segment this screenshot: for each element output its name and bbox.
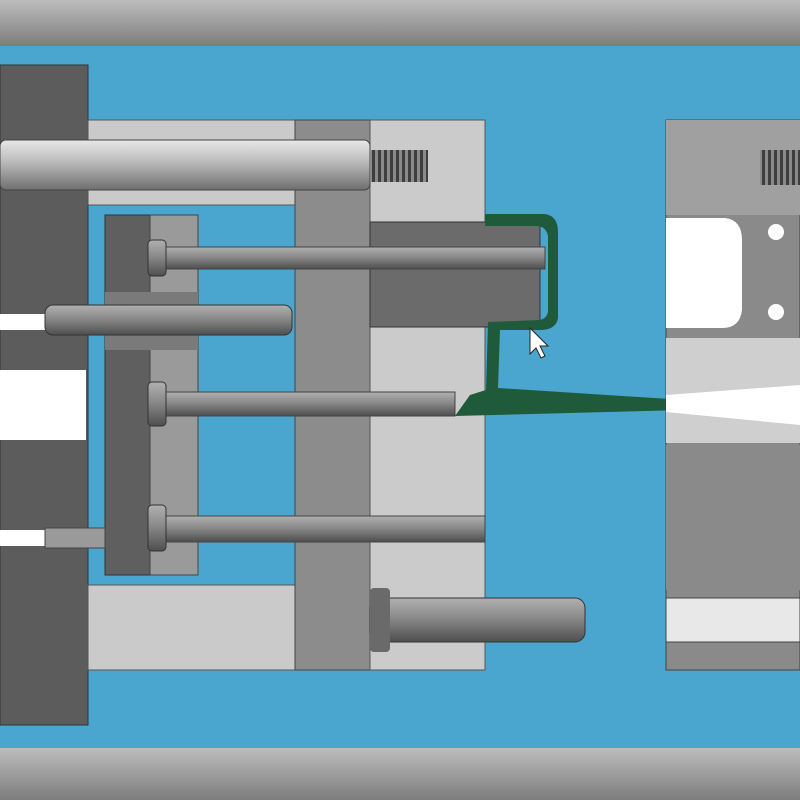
cooling-hole-1 (768, 224, 784, 240)
cavity-plate-lower (666, 445, 800, 590)
ejector-pin-3-head (147, 504, 167, 552)
molded-part (455, 214, 685, 416)
cavity-thread (760, 150, 800, 185)
lower-spacer-plate (87, 584, 296, 671)
nozzle-opening (0, 370, 86, 440)
ejector-pin-1 (159, 246, 546, 270)
mold-core (369, 221, 541, 328)
cavity-slot (665, 597, 800, 643)
ejector-rod-stub (44, 527, 106, 549)
sprue-channel (666, 385, 800, 425)
ejector-retainer-plate (104, 214, 151, 576)
ejector-pin-2 (159, 391, 456, 417)
return-pin (44, 304, 293, 336)
ejector-pin-2-head (147, 381, 167, 427)
cooling-hole-2 (768, 304, 784, 320)
guide-pin-collar (370, 588, 390, 652)
cavity-window (666, 218, 742, 328)
tie-bar-top (0, 139, 371, 191)
slot-lower (0, 530, 45, 546)
tie-bar-thread (370, 150, 428, 182)
bottom-frame-bar (0, 748, 800, 800)
top-frame-bar (0, 0, 800, 46)
ejector-pin-3 (159, 515, 486, 543)
mouse-pointer-icon (529, 326, 550, 359)
ejector-pin-1-head (147, 239, 167, 277)
guide-pin (369, 597, 586, 643)
slot-upper (0, 314, 45, 330)
